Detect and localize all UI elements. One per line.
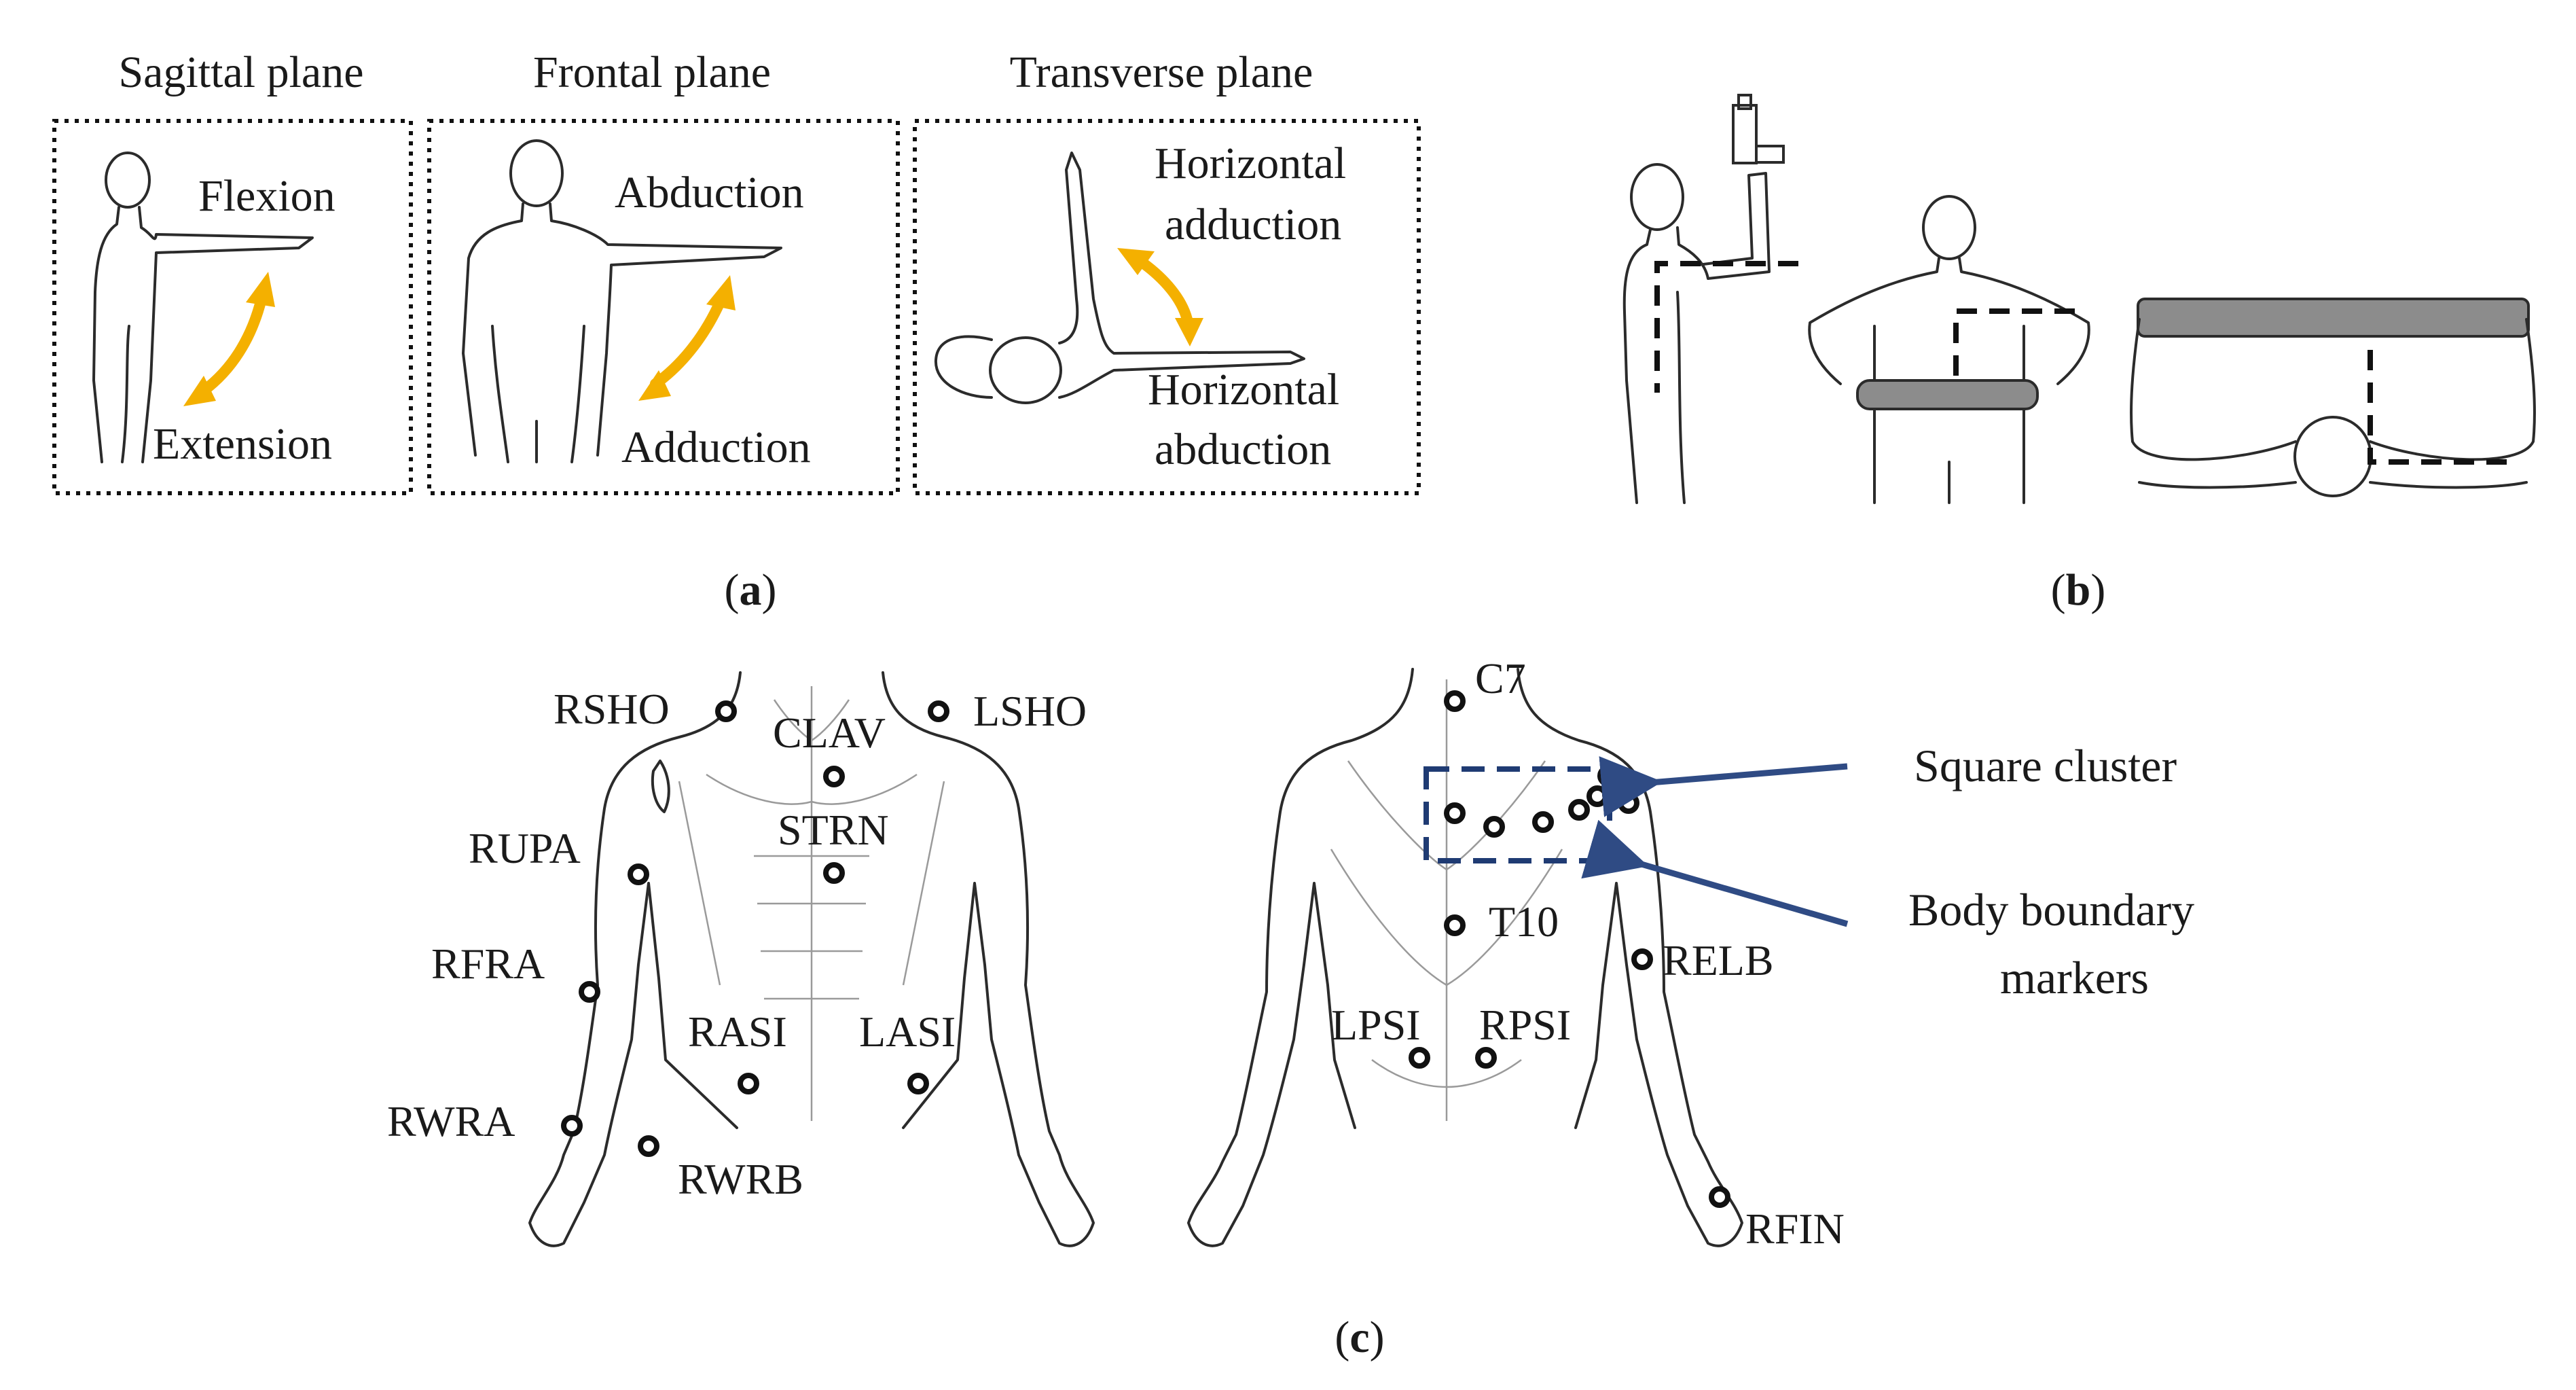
panel-a: Sagittal plane Flexion Extension Frontal… xyxy=(52,48,1421,615)
square-cluster-label: Square cluster xyxy=(1914,740,2177,791)
front-figure-with-band xyxy=(1808,195,2090,504)
sagittal-figure xyxy=(92,152,314,463)
marker-strn xyxy=(823,862,845,884)
supine-figure-with-band xyxy=(2130,298,2536,497)
back-markers xyxy=(1409,690,1730,1208)
label-strn: STRN xyxy=(778,806,889,854)
marker-rfin xyxy=(1709,1186,1730,1208)
label-relb: RELB xyxy=(1663,936,1774,984)
frontal-plane-title: Frontal plane xyxy=(533,48,771,97)
caption-c: (c) xyxy=(1335,1313,1384,1362)
marker-rsho xyxy=(715,700,737,722)
marker-clav xyxy=(823,766,845,787)
marker-rwra xyxy=(561,1115,583,1137)
label-rfra: RFRA xyxy=(431,940,545,988)
transverse-motion-arrow xyxy=(1117,248,1203,346)
frontal-figure xyxy=(462,139,782,463)
transverse-figure xyxy=(934,152,1305,404)
extension-label: Extension xyxy=(153,419,332,469)
sagittal-plane-title: Sagittal plane xyxy=(118,48,363,97)
marker-rasi xyxy=(738,1073,759,1094)
front-angle-dashes xyxy=(1953,308,2075,377)
label-rsho: RSHO xyxy=(554,685,670,733)
marker-c7 xyxy=(1444,690,1466,712)
horizontal-adduction-label-line1: Horizontal xyxy=(1155,139,1346,188)
panel-b: (b) xyxy=(1622,94,2536,615)
marker-rwrb xyxy=(638,1135,659,1157)
front-marker-labels: RSHO LSHO CLAV STRN RUPA RFRA RASI LASI … xyxy=(387,685,1087,1203)
marker-lasi xyxy=(907,1073,929,1094)
label-lasi: LASI xyxy=(859,1008,956,1056)
caption-a: (a) xyxy=(725,565,777,615)
back-marker-labels: C7 T10 RELB LPSI RPSI RFIN xyxy=(1331,654,1845,1253)
frontal-motion-arrow xyxy=(638,275,736,401)
label-rasi: RASI xyxy=(688,1008,787,1056)
label-t10: T10 xyxy=(1489,897,1559,946)
frontal-plane-box xyxy=(427,119,900,495)
horizontal-abduction-label-line2: abduction xyxy=(1155,425,1331,474)
body-boundary-label-line1: Body boundary xyxy=(1908,884,2194,935)
square-cluster-markers xyxy=(1586,765,1639,814)
marker-rfra xyxy=(579,981,600,1003)
boundary-markers xyxy=(1444,799,1590,838)
transverse-plane-title: Transverse plane xyxy=(1010,48,1313,97)
back-torso-illustration xyxy=(1187,668,1743,1247)
marker-lsho xyxy=(928,700,949,722)
label-lpsi: LPSI xyxy=(1331,1001,1421,1049)
label-c7: C7 xyxy=(1475,654,1526,702)
square-cluster-arrow xyxy=(1599,756,1848,817)
label-rfin: RFIN xyxy=(1745,1205,1845,1253)
side-angle-dashes xyxy=(1654,261,1798,393)
label-rpsi: RPSI xyxy=(1479,1001,1571,1049)
side-figure-with-device xyxy=(1622,94,1785,504)
supine-angle-dashes xyxy=(2368,350,2513,465)
front-markers xyxy=(561,700,949,1157)
marker-t10 xyxy=(1444,914,1466,936)
panel-c: RSHO LSHO CLAV STRN RUPA RFRA RASI LASI … xyxy=(387,654,2194,1362)
caption-b: (b) xyxy=(2051,565,2106,615)
label-lsho: LSHO xyxy=(973,687,1087,735)
marker-rupa xyxy=(628,863,649,885)
body-boundary-arrow xyxy=(1581,819,1849,927)
label-clav: CLAV xyxy=(773,709,886,757)
marker-relb xyxy=(1631,948,1653,970)
front-torso-illustration xyxy=(528,671,1095,1247)
body-boundary-label-line2: markers xyxy=(2000,952,2149,1003)
label-rwrb: RWRB xyxy=(678,1155,803,1203)
horizontal-abduction-label-line1: Horizontal xyxy=(1148,365,1339,414)
marker-lpsi xyxy=(1409,1047,1430,1069)
sagittal-plane-box xyxy=(52,119,413,495)
horizontal-adduction-label-line2: adduction xyxy=(1165,200,1341,249)
flexion-label: Flexion xyxy=(198,171,335,221)
label-rupa: RUPA xyxy=(469,824,581,872)
sagittal-motion-arrow xyxy=(183,272,275,406)
adduction-label: Adduction xyxy=(621,423,811,472)
marker-rpsi xyxy=(1475,1047,1497,1069)
abduction-label: Abduction xyxy=(615,168,804,217)
label-rwra: RWRA xyxy=(387,1097,515,1145)
